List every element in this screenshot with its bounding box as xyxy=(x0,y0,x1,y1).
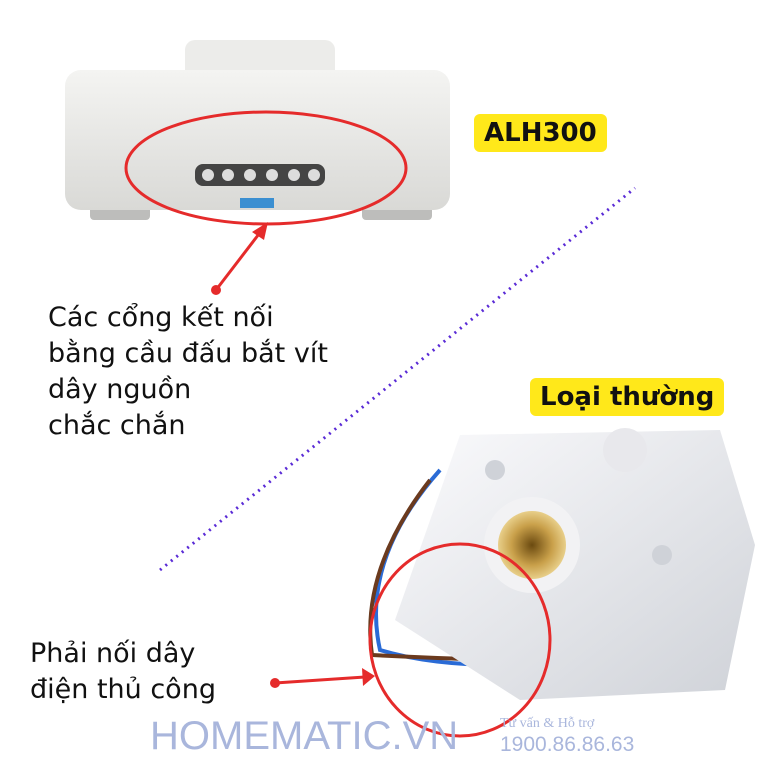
regular-device xyxy=(368,428,755,700)
caption-regular: Phải nối dây điện thủ công xyxy=(30,636,216,708)
label-regular: Loại thường xyxy=(530,378,725,416)
watermark-support-label: Tư vấn & Hỗ trợ xyxy=(500,716,595,731)
watermark-brand: HOMEMATIC.VN xyxy=(150,714,459,758)
caption-line: Phải nối dây xyxy=(30,638,196,669)
caption-line: điện thủ công xyxy=(30,674,216,705)
caption-line: dây nguồn xyxy=(48,374,192,405)
annotation-arrow-ports xyxy=(214,229,264,291)
annotation-circle-wires xyxy=(368,542,552,738)
annotation-arrow-wires xyxy=(274,675,366,685)
watermark-phone: 1900.86.86.63 xyxy=(500,733,635,756)
caption-alh300: Các cổng kết nối bằng cầu đấu bắt vít dâ… xyxy=(48,300,328,444)
alh300-device xyxy=(65,40,450,220)
label-alh300: ALH300 xyxy=(474,114,607,152)
caption-line: chắc chắn xyxy=(48,410,186,441)
caption-line: bằng cầu đấu bắt vít xyxy=(48,338,328,369)
caption-line: Các cổng kết nối xyxy=(48,302,274,333)
